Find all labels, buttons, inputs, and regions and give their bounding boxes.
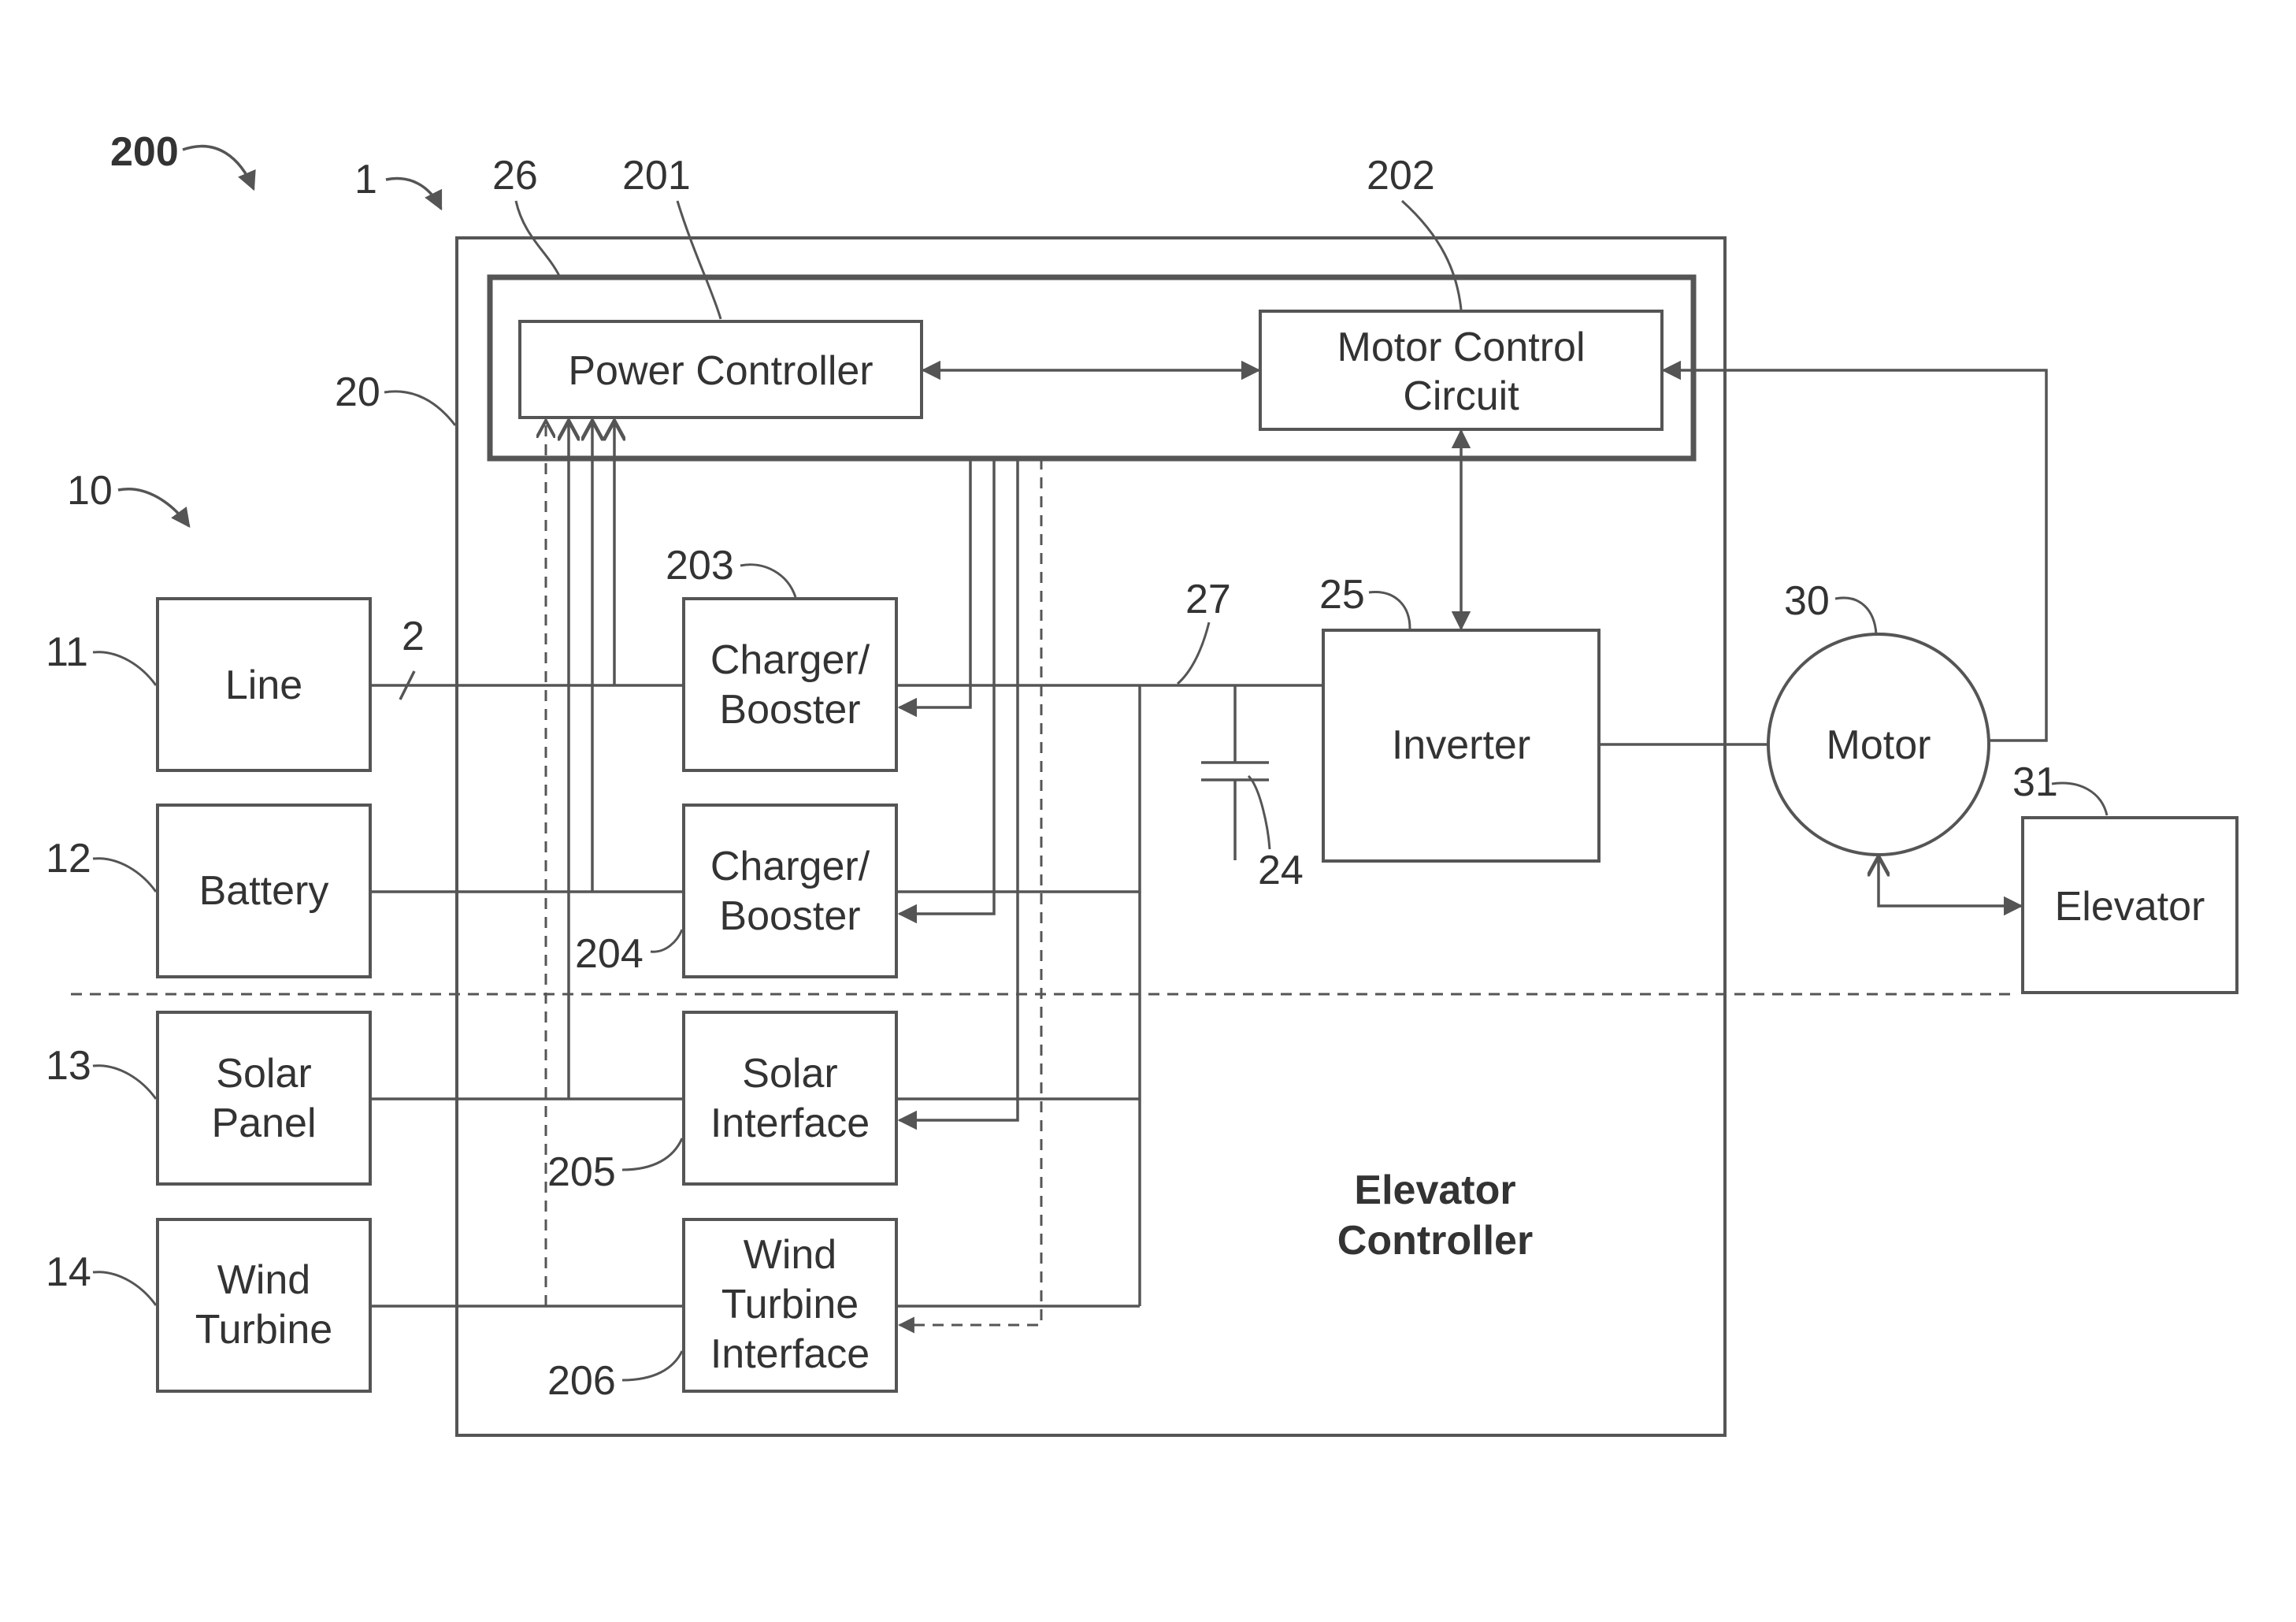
solar-interface-box	[684, 1012, 896, 1184]
ref-10-arrow	[118, 489, 189, 526]
motor-label: Motor	[1827, 722, 1931, 768]
elevator-controller-caption-1: Elevator	[1354, 1167, 1515, 1213]
ref-13-leader	[93, 1066, 156, 1099]
wind-turbine-label-1: Wind	[217, 1257, 310, 1303]
elevator-controller-caption-2: Controller	[1337, 1218, 1533, 1264]
power-controller-label: Power Controller	[568, 348, 873, 394]
ref-26: 26	[492, 153, 538, 199]
charger-booster-2-label-2: Booster	[719, 893, 860, 939]
motor-control-label-1: Motor Control	[1337, 325, 1586, 370]
ref-205: 205	[547, 1149, 616, 1195]
ref-202: 202	[1367, 153, 1435, 199]
ref-200-arrow	[183, 147, 254, 189]
wind-interface-label-3: Interface	[710, 1331, 870, 1377]
charger-booster-1-label-2: Booster	[719, 687, 860, 733]
solar-panel-label-1: Solar	[216, 1051, 311, 1097]
wind-interface-label-2: Turbine	[721, 1282, 859, 1327]
motor-control-label-2: Circuit	[1403, 373, 1519, 419]
ref-11-leader	[93, 652, 156, 685]
charger-booster-1-box	[684, 599, 896, 770]
motor-elevator-link	[1879, 856, 2021, 906]
ref-20-leader	[384, 392, 455, 425]
ref-31-leader	[2052, 783, 2107, 815]
ref-14: 14	[46, 1249, 91, 1295]
charger-booster-1-label-1: Charger/	[710, 637, 870, 683]
ref-10: 10	[67, 468, 113, 514]
ref-14-leader	[93, 1272, 156, 1305]
ref-30-leader	[1835, 598, 1876, 634]
ref-30: 30	[1784, 578, 1830, 624]
ref-13: 13	[46, 1043, 91, 1089]
ref-11: 11	[46, 629, 88, 675]
charger-booster-2-label-1: Charger/	[710, 844, 870, 889]
ref-204: 204	[575, 931, 644, 977]
inverter-label: Inverter	[1392, 722, 1530, 768]
ref-25: 25	[1319, 572, 1365, 618]
ref-12: 12	[46, 836, 91, 882]
ref-201: 201	[622, 153, 691, 199]
wind-turbine-box	[158, 1219, 370, 1391]
ref-27: 27	[1185, 577, 1231, 622]
elevator-label: Elevator	[2055, 884, 2205, 930]
solar-panel-box	[158, 1012, 370, 1184]
ref-2: 2	[402, 614, 425, 659]
wind-interface-label-1: Wind	[744, 1232, 836, 1278]
solar-interface-label-1: Solar	[742, 1051, 837, 1097]
battery-source-label: Battery	[199, 868, 329, 914]
ref-12-leader	[93, 859, 156, 892]
ref-1: 1	[354, 157, 377, 202]
ref-203: 203	[666, 543, 734, 588]
ref-1-arrow	[386, 179, 441, 209]
ref-31: 31	[2012, 759, 2058, 805]
solar-interface-label-2: Interface	[710, 1101, 870, 1146]
ref-20: 20	[335, 369, 380, 415]
ref-24: 24	[1258, 848, 1304, 893]
solar-panel-label-2: Panel	[212, 1101, 317, 1146]
line-source-label: Line	[225, 663, 302, 708]
ref-200: 200	[110, 129, 179, 175]
ref-206: 206	[547, 1358, 616, 1404]
charger-booster-2-box	[684, 805, 896, 977]
wind-turbine-label-2: Turbine	[195, 1307, 332, 1353]
